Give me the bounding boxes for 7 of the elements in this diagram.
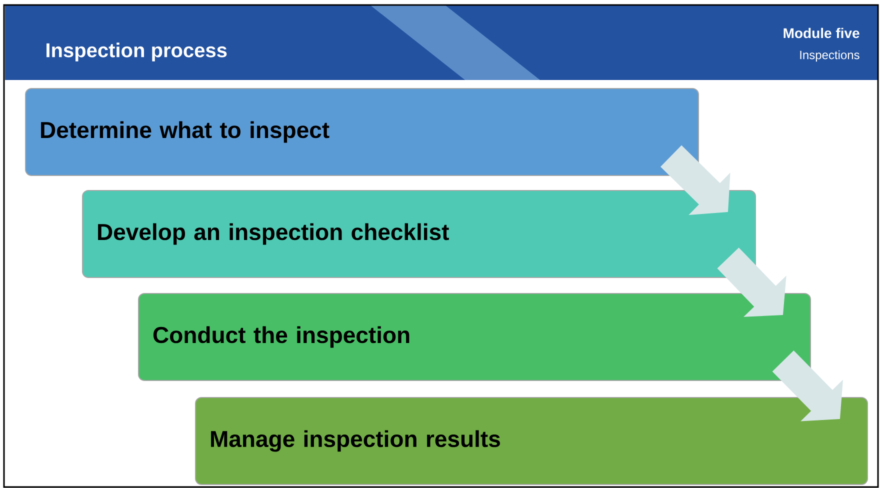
process-box: Determine what to inspect [25,88,699,176]
process-box: Manage inspection results [195,397,868,485]
slide-title: Inspection process [46,42,227,62]
process-box: Develop an inspection checklist [82,190,756,278]
module-label: Module five [784,28,860,38]
section-label: Inspections [800,50,860,62]
process-box: Conduct the inspection [138,293,811,381]
